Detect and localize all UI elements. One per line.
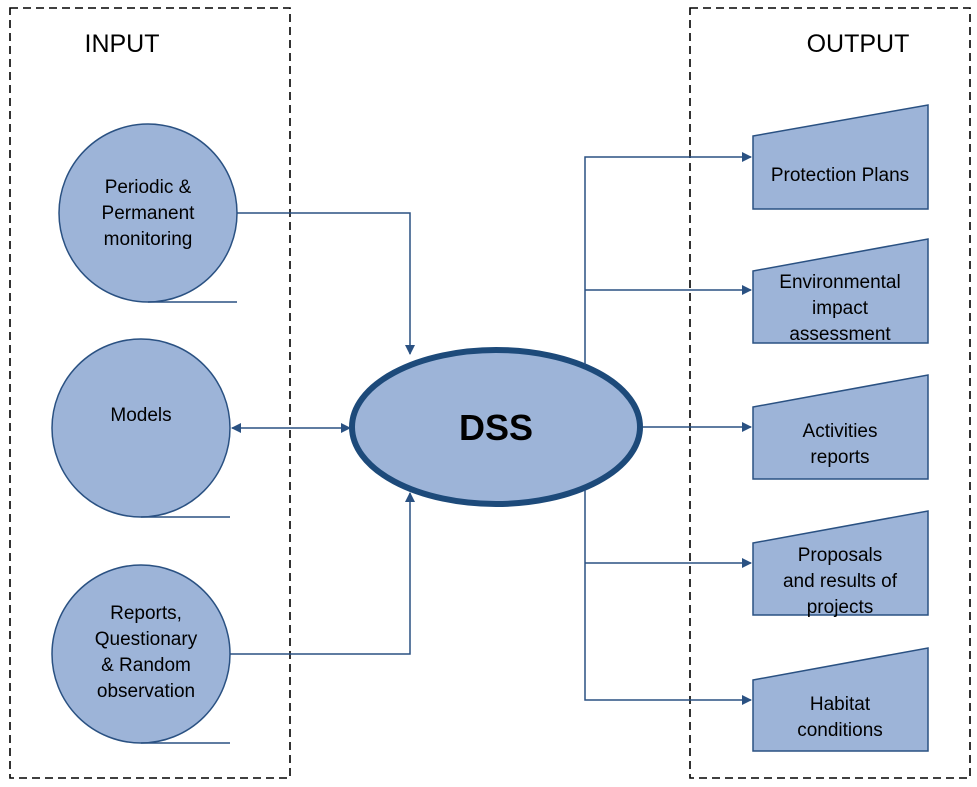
input-node-models-label: Models xyxy=(110,405,171,426)
output-section-box xyxy=(689,7,971,779)
input-section-title: INPUT xyxy=(85,30,160,58)
output-node-habitat-conditions-label-line: conditions xyxy=(797,720,883,741)
connector-reports-to-dss xyxy=(230,492,415,655)
output-node-activities-reports: Activities reports xyxy=(752,374,929,480)
output-node-activities-reports-label: Activities reports xyxy=(803,421,878,468)
input-node-models: Models xyxy=(51,338,231,518)
dss-label: DSS xyxy=(459,407,533,448)
input-node-reports-label: Reports, Questionary & Random observation xyxy=(95,603,198,702)
output-node-environmental-impact-label-line: impact xyxy=(812,298,869,319)
output-node-environmental-impact: Environmental impact assessment xyxy=(752,238,929,345)
output-node-environmental-impact-label: Environmental impact assessment xyxy=(779,272,900,345)
output-section-title: OUTPUT xyxy=(807,30,910,58)
output-node-proposals-label-line: Proposals xyxy=(798,545,883,566)
output-node-proposals-label: Proposals and results of projects xyxy=(783,545,898,618)
output-node-environmental-impact-label-line: assessment xyxy=(789,324,891,345)
input-node-reports-label-line: observation xyxy=(97,681,195,702)
input-section-box xyxy=(9,7,291,779)
input-node-monitoring-label-line: Permanent xyxy=(102,203,196,224)
output-node-protection-plans: Protection Plans xyxy=(752,104,929,210)
input-node-monitoring-label: Periodic & Permanent monitoring xyxy=(102,177,196,250)
input-node-reports-label-line: Reports, xyxy=(110,603,182,624)
input-node-models-label-line: Models xyxy=(110,405,171,426)
connector-monitoring-to-dss xyxy=(237,212,415,355)
input-node-monitoring-label-line: monitoring xyxy=(104,229,193,250)
output-node-protection-plans-label: Protection Plans xyxy=(771,165,909,186)
output-node-habitat-conditions-label-line: Habitat xyxy=(810,694,871,715)
connector-dss-to-habitat-conditions xyxy=(584,490,752,705)
input-node-reports: Reports, Questionary & Random observation xyxy=(51,564,231,744)
output-node-habitat-conditions: Habitat conditions xyxy=(752,647,929,752)
output-node-proposals: Proposals and results of projects xyxy=(752,510,929,618)
input-node-reports-label-line: & Random xyxy=(101,655,191,676)
dss-node: DSS xyxy=(349,347,643,507)
connector-dss-to-protection-plans xyxy=(584,152,752,365)
output-node-environmental-impact-label-line: Environmental xyxy=(779,272,900,293)
input-node-monitoring: Periodic & Permanent monitoring xyxy=(58,123,238,303)
input-node-reports-label-line: Questionary xyxy=(95,629,198,650)
output-node-activities-reports-label-line: Activities xyxy=(803,421,878,442)
output-node-proposals-label-line: projects xyxy=(807,597,874,618)
input-node-monitoring-label-line: Periodic & xyxy=(105,177,192,198)
output-node-activities-reports-label-line: reports xyxy=(810,447,869,468)
output-node-protection-plans-label-line: Protection Plans xyxy=(771,165,909,186)
output-node-habitat-conditions-label: Habitat conditions xyxy=(797,694,883,741)
output-node-proposals-label-line: and results of xyxy=(783,571,898,592)
